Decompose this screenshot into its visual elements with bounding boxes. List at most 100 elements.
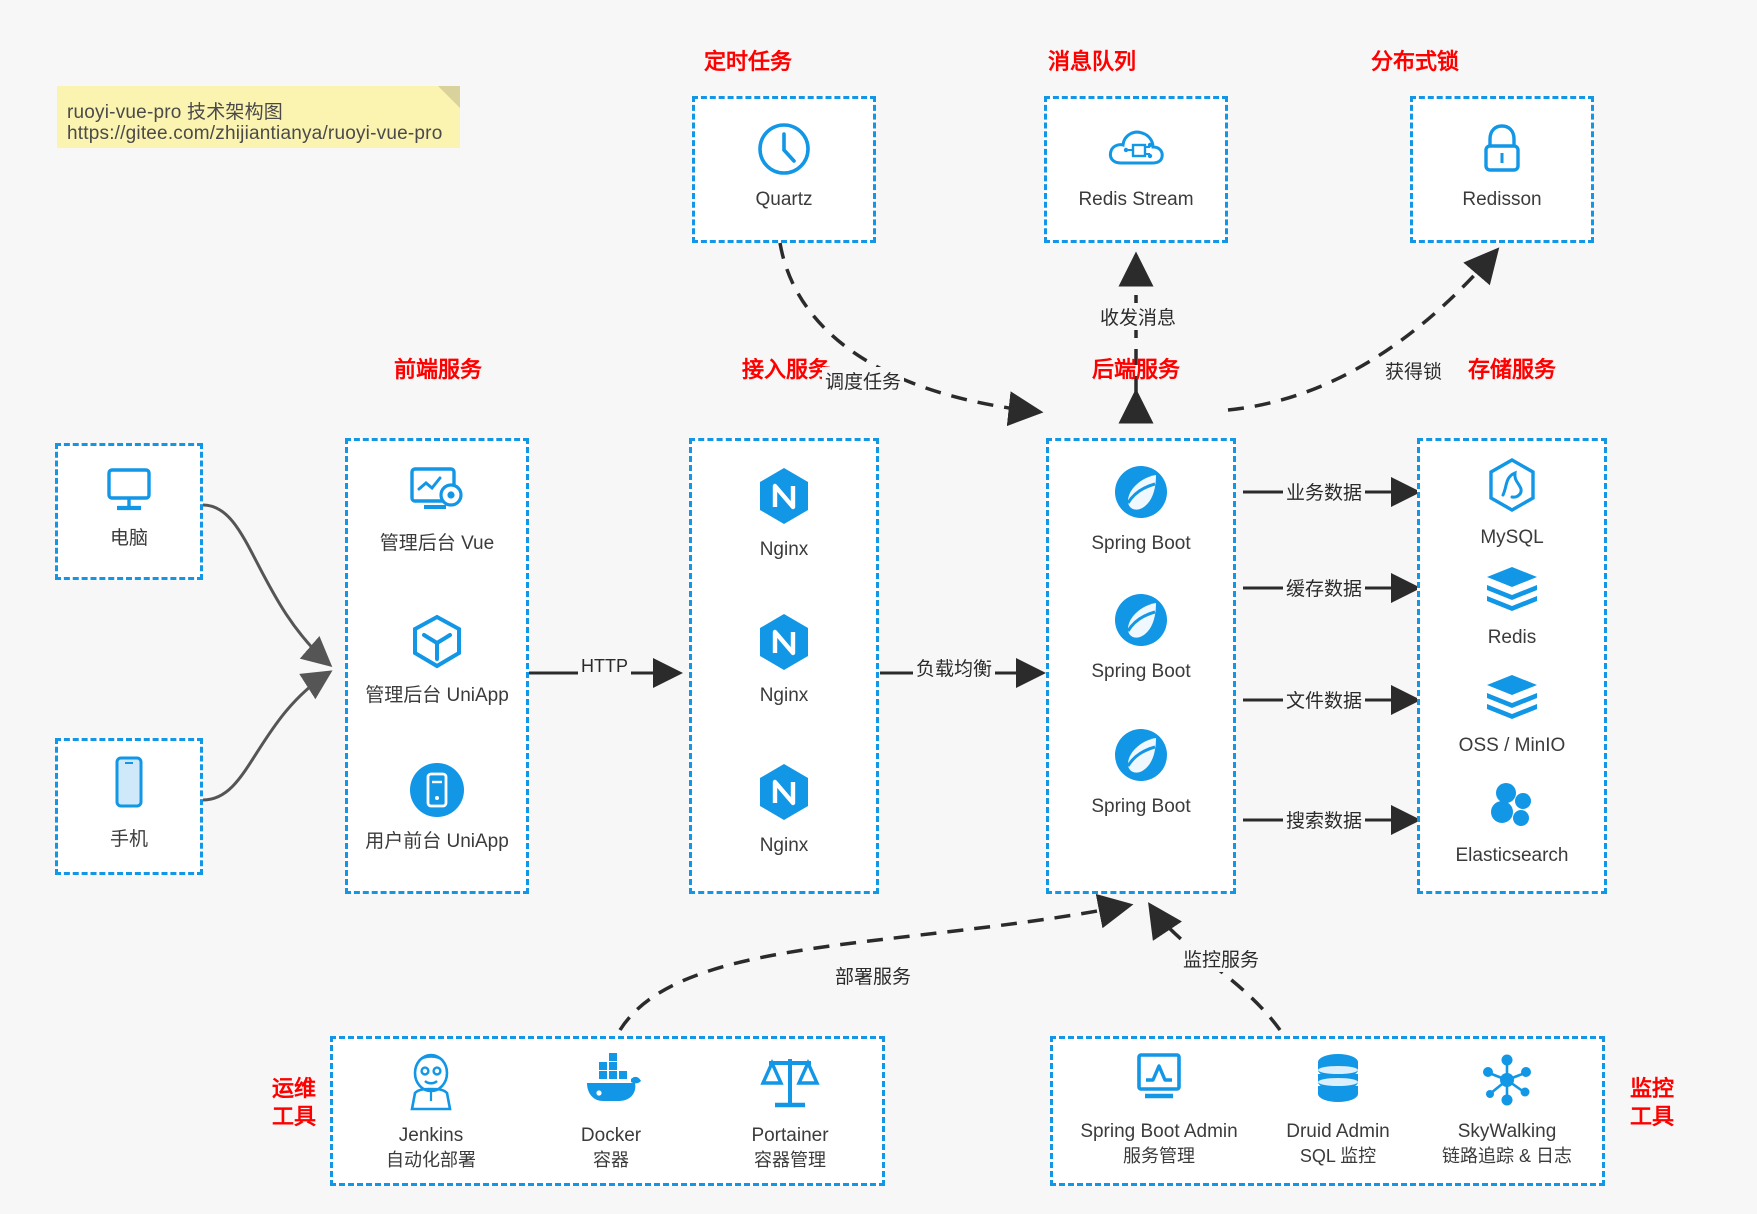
edge-label-cache-data: 缓存数据: [1283, 574, 1366, 601]
mobile-phone-icon: [109, 755, 149, 822]
node-label: Spring Boot: [1091, 796, 1191, 817]
group-box-message-queue: Redis Stream: [1044, 96, 1228, 243]
group-title-distributed-lock: 分布式锁: [1370, 49, 1459, 74]
node-spring-boot-3[interactable]: Spring Boot: [1049, 726, 1233, 819]
node-label: MySQL: [1480, 527, 1544, 548]
node-skywalking[interactable]: SkyWalking 链路追踪 & 日志: [1411, 1051, 1603, 1167]
group-title-gateway: 接入服务: [741, 357, 830, 382]
node-label: SkyWalking: [1457, 1121, 1557, 1142]
node-spring-boot-admin[interactable]: Spring Boot Admin 服务管理: [1059, 1051, 1259, 1167]
scales-balance-icon: [759, 1051, 821, 1118]
node-label: 手机: [109, 829, 148, 850]
spring-boot-icon: [1112, 591, 1170, 654]
node-admin-uniapp[interactable]: 管理后台 UniApp: [348, 613, 526, 708]
group-title-message-queue: 消息队列: [1047, 49, 1136, 74]
mysql-dolphin-icon: [1485, 457, 1539, 520]
desktop-monitor-icon: [101, 464, 157, 521]
docker-whale-icon: [579, 1051, 643, 1118]
node-label: Redis: [1487, 627, 1537, 648]
node-label: Portainer: [751, 1125, 829, 1146]
node-mysql[interactable]: MySQL: [1420, 457, 1604, 550]
uniapp-cube-icon: [409, 613, 465, 678]
edge-label-monitor-service: 监控服务: [1180, 945, 1263, 972]
node-label: Nginx: [759, 835, 809, 856]
node-label: Elasticsearch: [1455, 845, 1569, 866]
node-mobile: 手机: [58, 755, 200, 852]
cloud-stream-icon: [1105, 121, 1167, 182]
group-title-monitoring: 监控 工具: [1616, 1075, 1688, 1130]
node-box-computer[interactable]: 电脑: [55, 443, 203, 580]
edge-label-send-receive-message: 收发消息: [1097, 303, 1180, 330]
node-label: OSS / MinIO: [1458, 735, 1566, 756]
group-box-devops: Jenkins 自动化部署 Docker 容器: [330, 1036, 885, 1186]
node-elasticsearch[interactable]: Elasticsearch: [1420, 779, 1604, 868]
node-sublabel: 容器管理: [754, 1149, 826, 1170]
diagram-note: ruoyi-vue-pro 技术架构图 https://gitee.com/zh…: [57, 86, 460, 148]
group-title-scheduled-task: 定时任务: [703, 49, 792, 74]
edge-label-search-data: 搜索数据: [1283, 806, 1366, 833]
group-box-gateway: Nginx Nginx Nginx: [689, 438, 879, 894]
group-title-monitoring-line2: 工具: [1629, 1103, 1674, 1129]
node-spring-boot-2[interactable]: Spring Boot: [1049, 591, 1233, 684]
node-label: Nginx: [759, 685, 809, 706]
node-sublabel: 链路追踪 & 日志: [1441, 1145, 1572, 1166]
edge-label-deploy-service: 部署服务: [832, 962, 915, 989]
clock-icon: [756, 121, 812, 182]
group-title-devops: 运维 工具: [258, 1075, 330, 1130]
edge-label-file-data: 文件数据: [1283, 686, 1366, 713]
node-label: 管理后台 UniApp: [365, 685, 509, 706]
dashboard-gear-icon: [406, 463, 468, 526]
node-label: Quartz: [755, 189, 813, 210]
node-quartz[interactable]: Quartz: [695, 121, 873, 212]
group-box-frontend: 管理后台 Vue 管理后台 UniApp 用户前台 UniApp: [345, 438, 529, 894]
group-title-devops-line1: 运维: [271, 1076, 316, 1101]
nginx-icon: [755, 761, 813, 828]
node-jenkins[interactable]: Jenkins 自动化部署: [341, 1051, 521, 1171]
redis-stack-icon: [1483, 563, 1541, 620]
node-oss-minio[interactable]: OSS / MinIO: [1420, 671, 1604, 758]
node-label: Spring Boot: [1091, 533, 1191, 554]
node-spring-boot-1[interactable]: Spring Boot: [1049, 463, 1233, 556]
node-label: 电脑: [109, 528, 148, 549]
node-portainer[interactable]: Portainer 容器管理: [699, 1051, 881, 1171]
node-label: Docker: [580, 1125, 642, 1146]
node-label: 管理后台 Vue: [379, 533, 495, 554]
note-line-2: https://gitee.com/zhijiantianya/ruoyi-vu…: [67, 123, 443, 144]
node-nginx-1[interactable]: Nginx: [692, 465, 876, 562]
node-redis-stream[interactable]: Redis Stream: [1047, 121, 1225, 212]
node-redis[interactable]: Redis: [1420, 563, 1604, 650]
node-sublabel: 服务管理: [1123, 1145, 1195, 1166]
jenkins-butler-icon: [401, 1051, 461, 1118]
monitor-chart-icon: [1129, 1051, 1189, 1114]
node-label: Redisson: [1462, 189, 1542, 210]
group-title-devops-line2: 工具: [271, 1103, 316, 1129]
node-admin-vue[interactable]: 管理后台 Vue: [348, 463, 526, 556]
group-box-scheduled-task: Quartz: [692, 96, 876, 243]
node-redisson[interactable]: Redisson: [1413, 121, 1591, 212]
edge-label-http: HTTP: [578, 656, 631, 677]
edge-label-acquire-lock: 获得锁: [1382, 357, 1446, 384]
node-user-uniapp[interactable]: 用户前台 UniApp: [348, 761, 526, 854]
note-fold-corner: [438, 86, 460, 108]
node-sublabel: SQL 监控: [1299, 1145, 1377, 1166]
node-nginx-2[interactable]: Nginx: [692, 611, 876, 708]
node-label: Nginx: [759, 539, 809, 560]
node-sublabel: 自动化部署: [386, 1149, 476, 1170]
group-title-frontend: 前端服务: [393, 357, 482, 382]
group-title-monitoring-line1: 监控: [1629, 1076, 1674, 1101]
spring-boot-icon: [1112, 726, 1170, 789]
node-label: Druid Admin: [1286, 1121, 1390, 1142]
node-docker[interactable]: Docker 容器: [521, 1051, 701, 1171]
nginx-icon: [755, 611, 813, 678]
node-druid-admin[interactable]: Druid Admin SQL 监控: [1253, 1051, 1423, 1167]
node-label: Spring Boot Admin: [1080, 1121, 1238, 1142]
node-box-mobile[interactable]: 手机: [55, 738, 203, 875]
nginx-icon: [755, 465, 813, 532]
node-nginx-3[interactable]: Nginx: [692, 761, 876, 858]
spring-boot-icon: [1112, 463, 1170, 526]
network-nodes-icon: [1477, 1051, 1537, 1114]
group-box-monitoring: Spring Boot Admin 服务管理 Druid Admin SQL 监…: [1050, 1036, 1605, 1186]
elasticsearch-icon: [1483, 779, 1541, 838]
edge-label-load-balance: 负载均衡: [913, 654, 996, 681]
